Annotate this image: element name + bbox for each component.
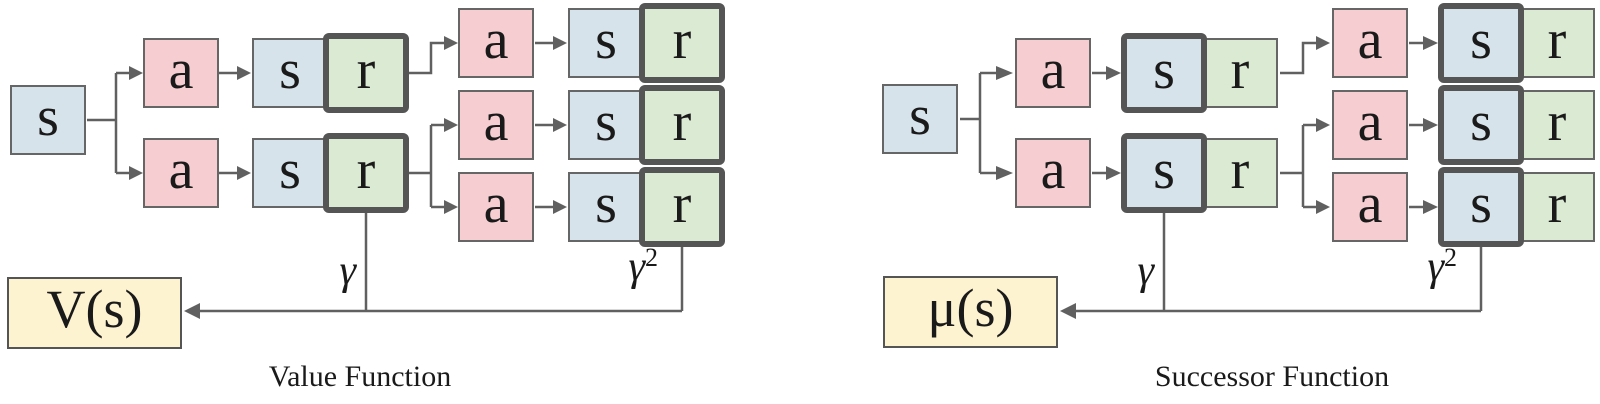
action-box: a (1332, 8, 1408, 78)
state-box-root-right: s (882, 84, 958, 154)
gamma-symbol: γ (628, 244, 645, 290)
reward-box: r (1202, 38, 1278, 108)
action-box: a (1015, 38, 1091, 108)
gamma-squared-label-right: γ2 (1393, 243, 1457, 290)
action-box: a (1332, 172, 1408, 242)
reward-box-emphasized: r (323, 33, 409, 113)
action-box: a (143, 138, 219, 208)
gamma-label-right: γ (1090, 250, 1154, 292)
caption-value-function: Value Function (268, 360, 452, 393)
state-box: s (568, 172, 644, 242)
state-box-emphasized: s (1438, 3, 1524, 83)
value-output-box: V(s) (7, 277, 182, 349)
successor-output-box: μ(s) (883, 276, 1058, 348)
reward-box-emphasized: r (323, 133, 409, 213)
reward-box-emphasized: r (639, 167, 725, 247)
gamma-label-left: γ (292, 250, 356, 292)
state-box: s (252, 138, 328, 208)
gamma-symbol: γ (1137, 248, 1154, 294)
action-box: a (458, 172, 534, 242)
caption-successor-function: Successor Function (1154, 360, 1390, 393)
reward-box-emphasized: r (639, 85, 725, 165)
value-function-connectors (87, 36, 684, 319)
reward-box: r (1519, 8, 1595, 78)
state-box: s (252, 38, 328, 108)
state-box-emphasized: s (1121, 133, 1207, 213)
state-box-emphasized: s (1438, 85, 1524, 165)
action-box: a (1332, 90, 1408, 160)
gamma-exponent: 2 (1444, 243, 1457, 272)
reward-box: r (1519, 172, 1595, 242)
state-box: s (568, 90, 644, 160)
state-box-root-left: s (10, 85, 86, 155)
reward-box: r (1519, 90, 1595, 160)
state-box: s (568, 8, 644, 78)
reward-box: r (1202, 138, 1278, 208)
state-box-emphasized: s (1121, 33, 1207, 113)
gamma-exponent: 2 (645, 243, 658, 272)
action-box: a (1015, 138, 1091, 208)
action-box: a (143, 38, 219, 108)
gamma-symbol: γ (1427, 244, 1444, 290)
state-box-emphasized: s (1438, 167, 1524, 247)
gamma-symbol: γ (339, 248, 356, 294)
gamma-squared-label-left: γ2 (594, 243, 658, 290)
action-box: a (458, 90, 534, 160)
successor-function-connectors (960, 36, 1483, 319)
reward-box-emphasized: r (639, 3, 725, 83)
action-box: a (458, 8, 534, 78)
